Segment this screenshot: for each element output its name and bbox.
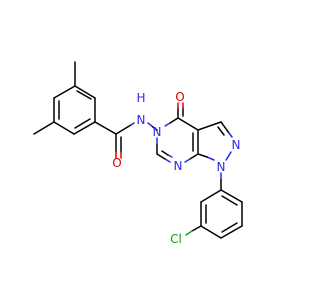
atom-o4: O	[175, 90, 184, 104]
bond-c-n-b	[130, 122, 135, 126]
bond	[74, 118, 91, 129]
bond	[74, 85, 96, 99]
bond	[184, 158, 191, 163]
bond	[73, 121, 96, 135]
atom-n7: N	[174, 159, 183, 173]
bond	[156, 153, 166, 160]
atom-n5: N	[153, 125, 162, 139]
bond-ring-carbonyl	[94, 121, 117, 135]
bond	[161, 150, 169, 156]
structure-canvas: N H O N O N N N Cl	[33, 61, 243, 246]
pyrazole-ring	[197, 121, 233, 161]
bond	[217, 126, 225, 136]
bond	[197, 153, 208, 158]
bond	[228, 132, 233, 138]
bond	[220, 189, 243, 203]
bond	[76, 90, 92, 100]
bond	[197, 121, 222, 131]
atom-o-amide: O	[112, 156, 121, 170]
bond	[200, 189, 222, 203]
bond-c-cl	[191, 225, 202, 232]
bond	[164, 158, 171, 163]
bond	[220, 121, 230, 134]
bond	[227, 151, 232, 158]
molecule-diagram: N H O N O N N N Cl	[33, 61, 243, 246]
bond	[53, 85, 76, 99]
bond	[220, 225, 243, 239]
atom-n-amide: N	[137, 113, 146, 127]
bond	[206, 156, 215, 161]
methyl-bond-left	[33, 121, 55, 135]
atom-n2: N	[232, 138, 241, 152]
dimethylphenyl-ring	[53, 85, 96, 135]
bond	[53, 121, 75, 135]
bond	[221, 222, 238, 233]
atom-cl: Cl	[170, 232, 182, 246]
chlorophenyl-ring	[200, 189, 243, 239]
bond-c-cl-b	[185, 230, 193, 236]
bond	[200, 225, 222, 239]
atom-h-amide: H	[136, 91, 145, 105]
atom-n1: N	[217, 160, 226, 174]
bond-nn-b	[152, 126, 158, 131]
bond	[164, 122, 171, 127]
bond	[221, 195, 238, 206]
bond-nn	[147, 122, 154, 128]
bond	[169, 117, 179, 124]
bond-c-n	[115, 124, 132, 135]
bond	[189, 153, 199, 160]
bond	[225, 156, 229, 161]
bond	[177, 117, 199, 131]
pyrimidinone-ring	[156, 117, 199, 163]
